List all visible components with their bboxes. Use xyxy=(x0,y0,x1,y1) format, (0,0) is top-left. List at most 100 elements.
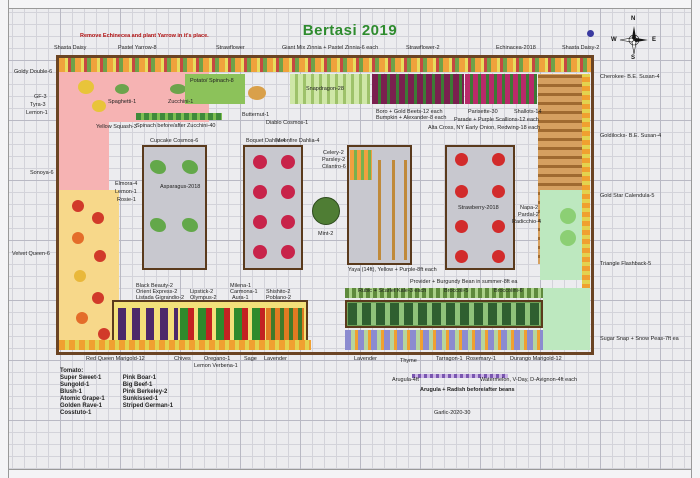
label-goldy-double: Goldy Double-6 xyxy=(14,69,53,75)
label-cilantro: Cilantro-6 xyxy=(322,164,346,170)
label-shishito: Shishito-2 xyxy=(266,289,291,295)
tomato-plant xyxy=(94,250,106,262)
label-thyme: Thyme xyxy=(400,358,417,364)
compass-north: N xyxy=(631,16,636,22)
strawberry-plant xyxy=(455,220,468,233)
marigold-row xyxy=(59,340,311,350)
label-broccolini: Broccolini-6 xyxy=(494,288,523,294)
label-yellow-squash: Yellow Squash-3 xyxy=(96,124,137,130)
label-boro-beets: Boro + Gold Beets-12 each xyxy=(376,109,443,115)
tomato-plant xyxy=(92,292,104,304)
label-radicchio: Radicchio-4 xyxy=(512,219,542,225)
label-lemon: Lemon-1 xyxy=(26,110,48,116)
label-lemon-verbena: Lemon Verbena-1 xyxy=(194,363,238,369)
fence-bottom xyxy=(56,352,594,355)
label-elmora: Elmora-4 xyxy=(115,181,138,187)
label-shasta-daisy-left: Shasta Daisy xyxy=(54,45,87,51)
label-napa: Napa-2 xyxy=(520,205,539,211)
beets-patch xyxy=(372,74,464,104)
label-pardal: Pardal-2 xyxy=(518,212,539,218)
plan-title: Bertasi 2019 xyxy=(302,22,398,39)
tomato-legend-col1: Super Sweet-1 Sungold-1 Blush-1 Atomic G… xyxy=(60,375,105,417)
right-ruler xyxy=(691,0,700,478)
tomato-variety: Pink Boar-1 xyxy=(122,375,157,381)
eggplant-row xyxy=(118,308,178,340)
tomato-legend-col2: Pink Boar-1 Big Beef-1 Pink Berkeley-2 S… xyxy=(123,375,173,417)
pea-zone xyxy=(543,288,590,350)
left-ruler xyxy=(0,0,9,478)
label-watermelon: Watermelon, V-Day, D-Avignon-4ft each xyxy=(480,377,578,383)
label-lipstick: Lipstick-2 xyxy=(190,289,214,295)
bean-pole xyxy=(378,160,381,260)
label-boquet-dahlia: Boquet Dahlia-4 xyxy=(246,138,286,144)
asparagus-plant xyxy=(150,218,166,232)
label-lavender-right: Lavender xyxy=(354,356,377,362)
label-garlic: Garlic-2020-30 xyxy=(434,410,471,416)
label-strawflower-2: Strawflower-2 xyxy=(406,45,440,51)
dahlia-flower xyxy=(281,185,295,199)
label-shasta-daisy-right: Shasta Daisy-2 xyxy=(562,45,600,51)
tomato-plant xyxy=(92,212,104,224)
mint-plant xyxy=(312,197,340,225)
label-arugula-radish: Arugula + Radish before/after beans xyxy=(420,387,515,393)
label-listada: Listada Gigrandio-2 xyxy=(136,295,185,301)
label-rubic-kale: Rubic + Scarlet Kale-3 each xyxy=(358,288,427,294)
label-tarragon: Tarragon-1 xyxy=(436,356,463,362)
label-asparagus: Asparagus-2018 xyxy=(160,184,201,190)
label-alta-cross: Alta Cross, NY Early Onion, Redwing-18 e… xyxy=(428,125,541,131)
label-potato-spinach: Potato/ Spinach-8 xyxy=(190,78,234,84)
strawberry-plant xyxy=(455,250,468,263)
spinach-row xyxy=(136,113,222,120)
cabbage-plant xyxy=(560,208,576,224)
label-milena: Milena-1 xyxy=(230,283,252,289)
label-tyra: Tyra-3 xyxy=(30,102,46,108)
fence-right xyxy=(591,55,594,355)
label-giant-zinnia: Giant Mix Zinnia + Pastel Zinnia-6 each xyxy=(282,45,379,51)
flower-row-top xyxy=(59,58,591,72)
asparagus-plant xyxy=(182,218,198,232)
label-orient-express: Orient Express-2 xyxy=(136,289,178,295)
asparagus-plant xyxy=(182,160,198,174)
tomato-variety: Striped German-1 xyxy=(122,403,174,409)
label-spinach-zucchini: Spinach before/after Zucchini-40 xyxy=(136,123,216,129)
label-strawberry: Strawberry-2018 xyxy=(458,205,499,211)
tomato-plant xyxy=(76,312,88,324)
label-poblano: Poblano-2 xyxy=(266,295,292,301)
label-aura: Aura-1 xyxy=(232,295,249,301)
tomato-plant xyxy=(72,232,84,244)
onion-patch xyxy=(465,74,537,104)
note-text: Remove Echinecea and plant Yarrow in it'… xyxy=(80,33,209,39)
label-strawflower: Strawflower xyxy=(216,45,245,51)
label-olympus: Olympus-2 xyxy=(190,295,217,301)
hot-pepper-row xyxy=(266,308,304,340)
strawberry-plant xyxy=(492,153,505,166)
snapdragon-patch xyxy=(290,74,370,104)
label-gf3: GF-3 xyxy=(34,94,47,100)
tomato-variety: Sunkissed-1 xyxy=(122,396,159,402)
strawberry-plant xyxy=(455,185,468,198)
strawberry-plant xyxy=(455,153,468,166)
strawberry-plant xyxy=(492,220,505,233)
label-rosemary: Rosemary-1 xyxy=(466,356,496,362)
bean-pole xyxy=(404,160,407,260)
label-goldilocks: Goldilocks- B.E. Susan-4 xyxy=(600,133,662,139)
dahlia-flower xyxy=(253,215,267,229)
compass-rose-icon: N S W E xyxy=(611,16,656,61)
compass-east: E xyxy=(652,37,657,43)
label-cupcake-cosmos: Cupcake Cosmos-6 xyxy=(150,138,199,144)
label-triangle-flashback: Triangle Flashback-5 xyxy=(600,261,652,267)
bean-row xyxy=(345,288,543,298)
dahlia-flower xyxy=(281,245,295,259)
dahlia-flower xyxy=(253,245,267,259)
label-red-queen-marigold: Red Queen Marigold-12 xyxy=(86,356,145,362)
dahlia-flower xyxy=(253,155,267,169)
label-cherokee: Cherokee- B.E. Susan-4 xyxy=(600,74,660,80)
strawberry-bed xyxy=(445,145,515,270)
tomato-plant xyxy=(72,200,84,212)
label-chives: Chives xyxy=(174,356,191,362)
dahlia-flower xyxy=(281,215,295,229)
label-lavender-mid: Lavender xyxy=(264,356,287,362)
compass-west: W xyxy=(611,37,617,43)
strawberry-plant xyxy=(492,185,505,198)
